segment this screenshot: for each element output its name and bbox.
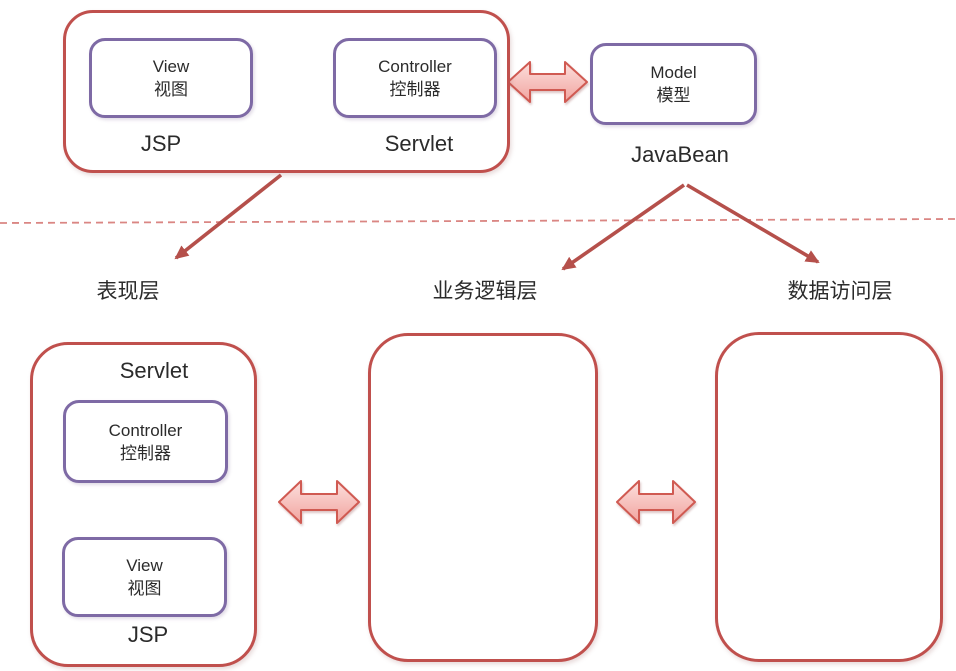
- javabean-label: JavaBean: [631, 142, 729, 167]
- business-logic-layer-box: [368, 333, 598, 662]
- servlet-top-label: Servlet: [384, 131, 454, 156]
- view-bottom-box: View 视图: [62, 537, 227, 617]
- data-access-layer-label: 数据访问层: [787, 280, 893, 303]
- jsp-bottom-label: JSP: [127, 622, 169, 647]
- model-box: Model 模型: [590, 43, 757, 125]
- model-en-label: Model: [650, 63, 697, 82]
- jsp-top-label: JSP: [140, 131, 182, 156]
- model-zh-label: 模型: [656, 86, 691, 105]
- view-top-box: View 视图: [89, 38, 253, 118]
- tier-separator-dashed-line: [0, 218, 956, 224]
- javabean-to-dataaccess-arrow-icon: [686, 183, 820, 264]
- controller-bottom-box: Controller 控制器: [63, 400, 228, 483]
- mvc-model-double-arrow-icon: [507, 61, 588, 103]
- controller-top-en-label: Controller: [378, 57, 452, 76]
- controller-top-zh-label: 控制器: [389, 80, 441, 99]
- view-top-en-label: View: [152, 57, 190, 76]
- data-access-layer-box: [715, 332, 943, 662]
- view-top-zh-label: 视图: [154, 80, 188, 99]
- presentation-business-double-arrow-icon: [278, 480, 360, 524]
- view-bottom-zh-label: 视图: [127, 579, 162, 598]
- presentation-layer-box: [30, 342, 257, 667]
- controller-bottom-zh-label: 控制器: [120, 443, 171, 463]
- controller-bottom-en-label: Controller: [108, 420, 183, 440]
- business-dataaccess-double-arrow-icon: [616, 480, 696, 524]
- presentation-layer-label: 表现层: [96, 280, 160, 303]
- servlet-bottom-label: Servlet: [119, 358, 189, 383]
- view-bottom-en-label: View: [126, 556, 163, 575]
- business-logic-layer-label: 业务逻辑层: [432, 280, 538, 303]
- mvc-to-presentation-arrow-icon: [174, 173, 283, 260]
- javabean-to-business-arrow-icon: [561, 183, 686, 271]
- controller-top-box: Controller 控制器: [333, 38, 497, 118]
